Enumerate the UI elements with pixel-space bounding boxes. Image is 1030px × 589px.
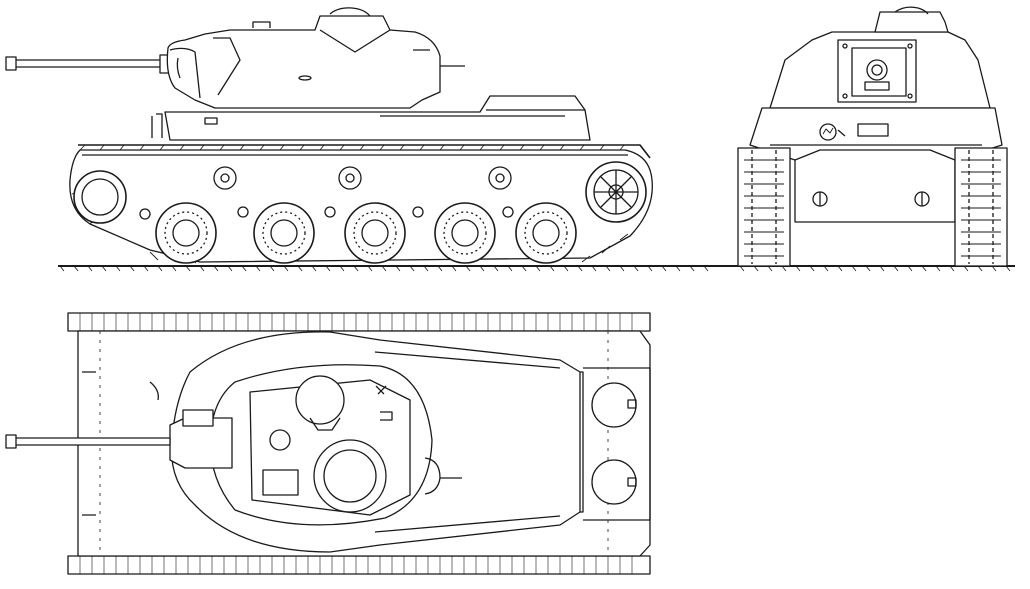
idler-wheel [74,171,126,223]
road-wheel [435,203,495,263]
track-front-right [955,148,1007,266]
gun-barrel-side [6,55,174,73]
track-top-lower [68,556,650,574]
top-view [6,313,650,574]
return-rollers [214,167,511,189]
front-view [738,7,1007,266]
turret-front [770,7,990,108]
drive-sprocket [586,162,646,222]
track-front-left [738,148,790,266]
gun-barrel-top [6,435,170,448]
road-wheel [345,203,405,263]
suspension-arms [140,207,513,219]
road-wheel [254,203,314,263]
side-view [6,8,1015,271]
turret-side [167,8,465,108]
turret-top [171,332,580,552]
road-wheel [516,203,576,263]
hull-side [152,96,590,140]
road-wheel [156,203,216,263]
road-wheels [156,203,576,263]
track-top-upper [68,313,650,331]
gun-mantlet-top [150,382,232,468]
ground-line [58,266,1015,271]
